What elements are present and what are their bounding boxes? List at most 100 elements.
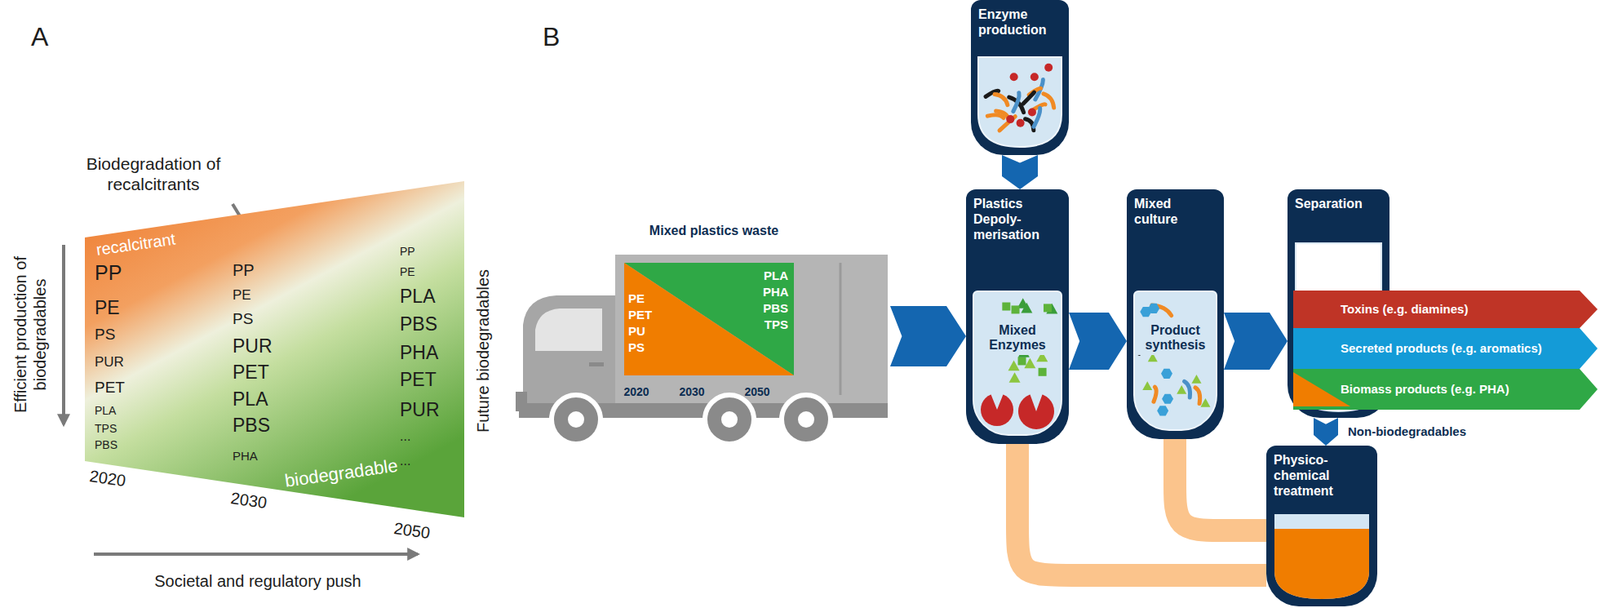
decoration xyxy=(1038,367,1047,377)
gradient-trapezoid xyxy=(84,181,465,518)
process-box: Physico- chemical treatment xyxy=(1266,445,1378,607)
truck-illustration xyxy=(781,394,831,444)
node-text: PHA xyxy=(399,342,439,364)
process-box: Plastics Depoly- merisationMixed Enzymes xyxy=(966,189,1069,444)
decoration xyxy=(1025,119,1034,131)
decoration xyxy=(1018,393,1055,430)
shape-art xyxy=(978,57,1062,147)
decoration xyxy=(1011,305,1020,314)
truck-illustration xyxy=(589,362,604,367)
output-band: Biomass products (e.g. PHA) xyxy=(1293,368,1598,410)
node-text: PP xyxy=(232,261,255,280)
process-box: Enzyme production xyxy=(970,0,1069,156)
decoration xyxy=(1016,119,1025,128)
node-text: TPS xyxy=(94,422,117,435)
node-text: Secreted products (e.g. aromatics) xyxy=(1340,327,1543,369)
shape-art xyxy=(1274,514,1370,599)
decoration xyxy=(978,57,1062,147)
decoration xyxy=(1200,398,1210,408)
node-text: PET xyxy=(399,369,437,391)
decoration xyxy=(1147,303,1160,314)
node-text: PUR xyxy=(232,336,273,357)
decoration xyxy=(1161,394,1174,404)
decoration xyxy=(1006,115,1015,124)
waste-pipe xyxy=(1174,438,1267,531)
axis-arrows xyxy=(93,552,418,556)
shape-art xyxy=(974,292,1061,435)
decoration xyxy=(994,94,1008,106)
node-text: PLA xyxy=(232,389,268,410)
reactor-chamber: Mixed Enzymes xyxy=(972,290,1063,436)
waste-pipe xyxy=(1017,443,1267,576)
label-text: 2050 xyxy=(392,518,431,543)
node-text: Biomass products (e.g. PHA) xyxy=(1340,368,1510,410)
truck-illustration xyxy=(704,394,754,444)
node-text: PS xyxy=(232,310,253,328)
decoration xyxy=(1156,405,1169,416)
label-text: Future biodegradables xyxy=(473,269,493,433)
node-text: PE xyxy=(232,288,252,304)
decoration xyxy=(1001,302,1011,311)
truck-illustration xyxy=(515,391,528,412)
decoration xyxy=(1153,386,1157,402)
node-text: Physico- chemical treatment xyxy=(1266,445,1378,500)
node-text: PET xyxy=(94,379,125,397)
node-text: PBS xyxy=(94,438,118,452)
label-text: Societal and regulatory push xyxy=(154,571,362,591)
node-text: PE PET PU PS xyxy=(628,290,652,356)
node-text: PET xyxy=(232,362,270,383)
decoration xyxy=(980,297,1058,430)
node-text: Mixed Enzymes xyxy=(974,321,1061,355)
label-text: Biodegradation of recalcitrants xyxy=(71,153,235,195)
decoration xyxy=(1161,368,1173,379)
shape-art xyxy=(1134,292,1216,430)
node-text: PE xyxy=(94,297,120,319)
node-text: Separation xyxy=(1287,189,1390,212)
flow-arrow xyxy=(1068,312,1127,370)
decoration xyxy=(987,115,1004,119)
truck-illustration xyxy=(551,394,601,444)
truck-illustration xyxy=(624,262,794,376)
decoration xyxy=(1176,385,1187,395)
node-text: Plastics Depoly- merisation xyxy=(966,189,1069,244)
label-text: A xyxy=(31,21,49,53)
truck-illustration xyxy=(624,262,794,376)
label-text: 2020 xyxy=(88,465,127,491)
decoration xyxy=(1030,72,1039,81)
decoration xyxy=(1028,107,1037,116)
decoration xyxy=(1043,303,1052,312)
label-text: B xyxy=(542,21,560,53)
truck-illustration xyxy=(522,295,616,404)
decoration xyxy=(1191,374,1202,384)
decoration xyxy=(1139,303,1210,417)
node-text: 2050 xyxy=(744,385,770,399)
flow-arrow xyxy=(1313,417,1339,446)
decoration xyxy=(1023,92,1034,104)
waste-truck: Mixed plastics wastePE PET PU PSPLA PHA … xyxy=(522,218,891,433)
decoration xyxy=(1013,93,1020,112)
node-text: PP xyxy=(94,261,122,285)
decoration xyxy=(1274,528,1370,599)
process-box: Mixed cultureProduct synthesis xyxy=(1126,189,1224,439)
decoration xyxy=(1044,63,1053,72)
node-text: Mixed culture xyxy=(1126,189,1224,227)
gradient-panel: recalcitrantbiodegradablePPPEPSPURPETPLA… xyxy=(84,181,465,518)
decoration xyxy=(1020,302,1033,314)
node-text: PBS xyxy=(232,415,271,436)
flow-arrow xyxy=(1223,312,1288,370)
edge-label: Non-biodegradables xyxy=(1346,424,1468,439)
node-text: ... xyxy=(399,429,411,444)
node-text: PE xyxy=(399,265,416,279)
truck-illustration xyxy=(515,254,888,444)
decoration xyxy=(1009,372,1021,383)
truck-illustration xyxy=(535,308,603,351)
decoration xyxy=(1008,360,1020,372)
decoration xyxy=(1274,514,1370,599)
node-text: 2020 xyxy=(623,385,649,399)
axis-arrows xyxy=(62,244,66,425)
decoration xyxy=(1195,387,1201,404)
truck-illustration xyxy=(721,411,738,428)
node-text: ... xyxy=(399,453,411,469)
node-text: PS xyxy=(94,326,116,344)
